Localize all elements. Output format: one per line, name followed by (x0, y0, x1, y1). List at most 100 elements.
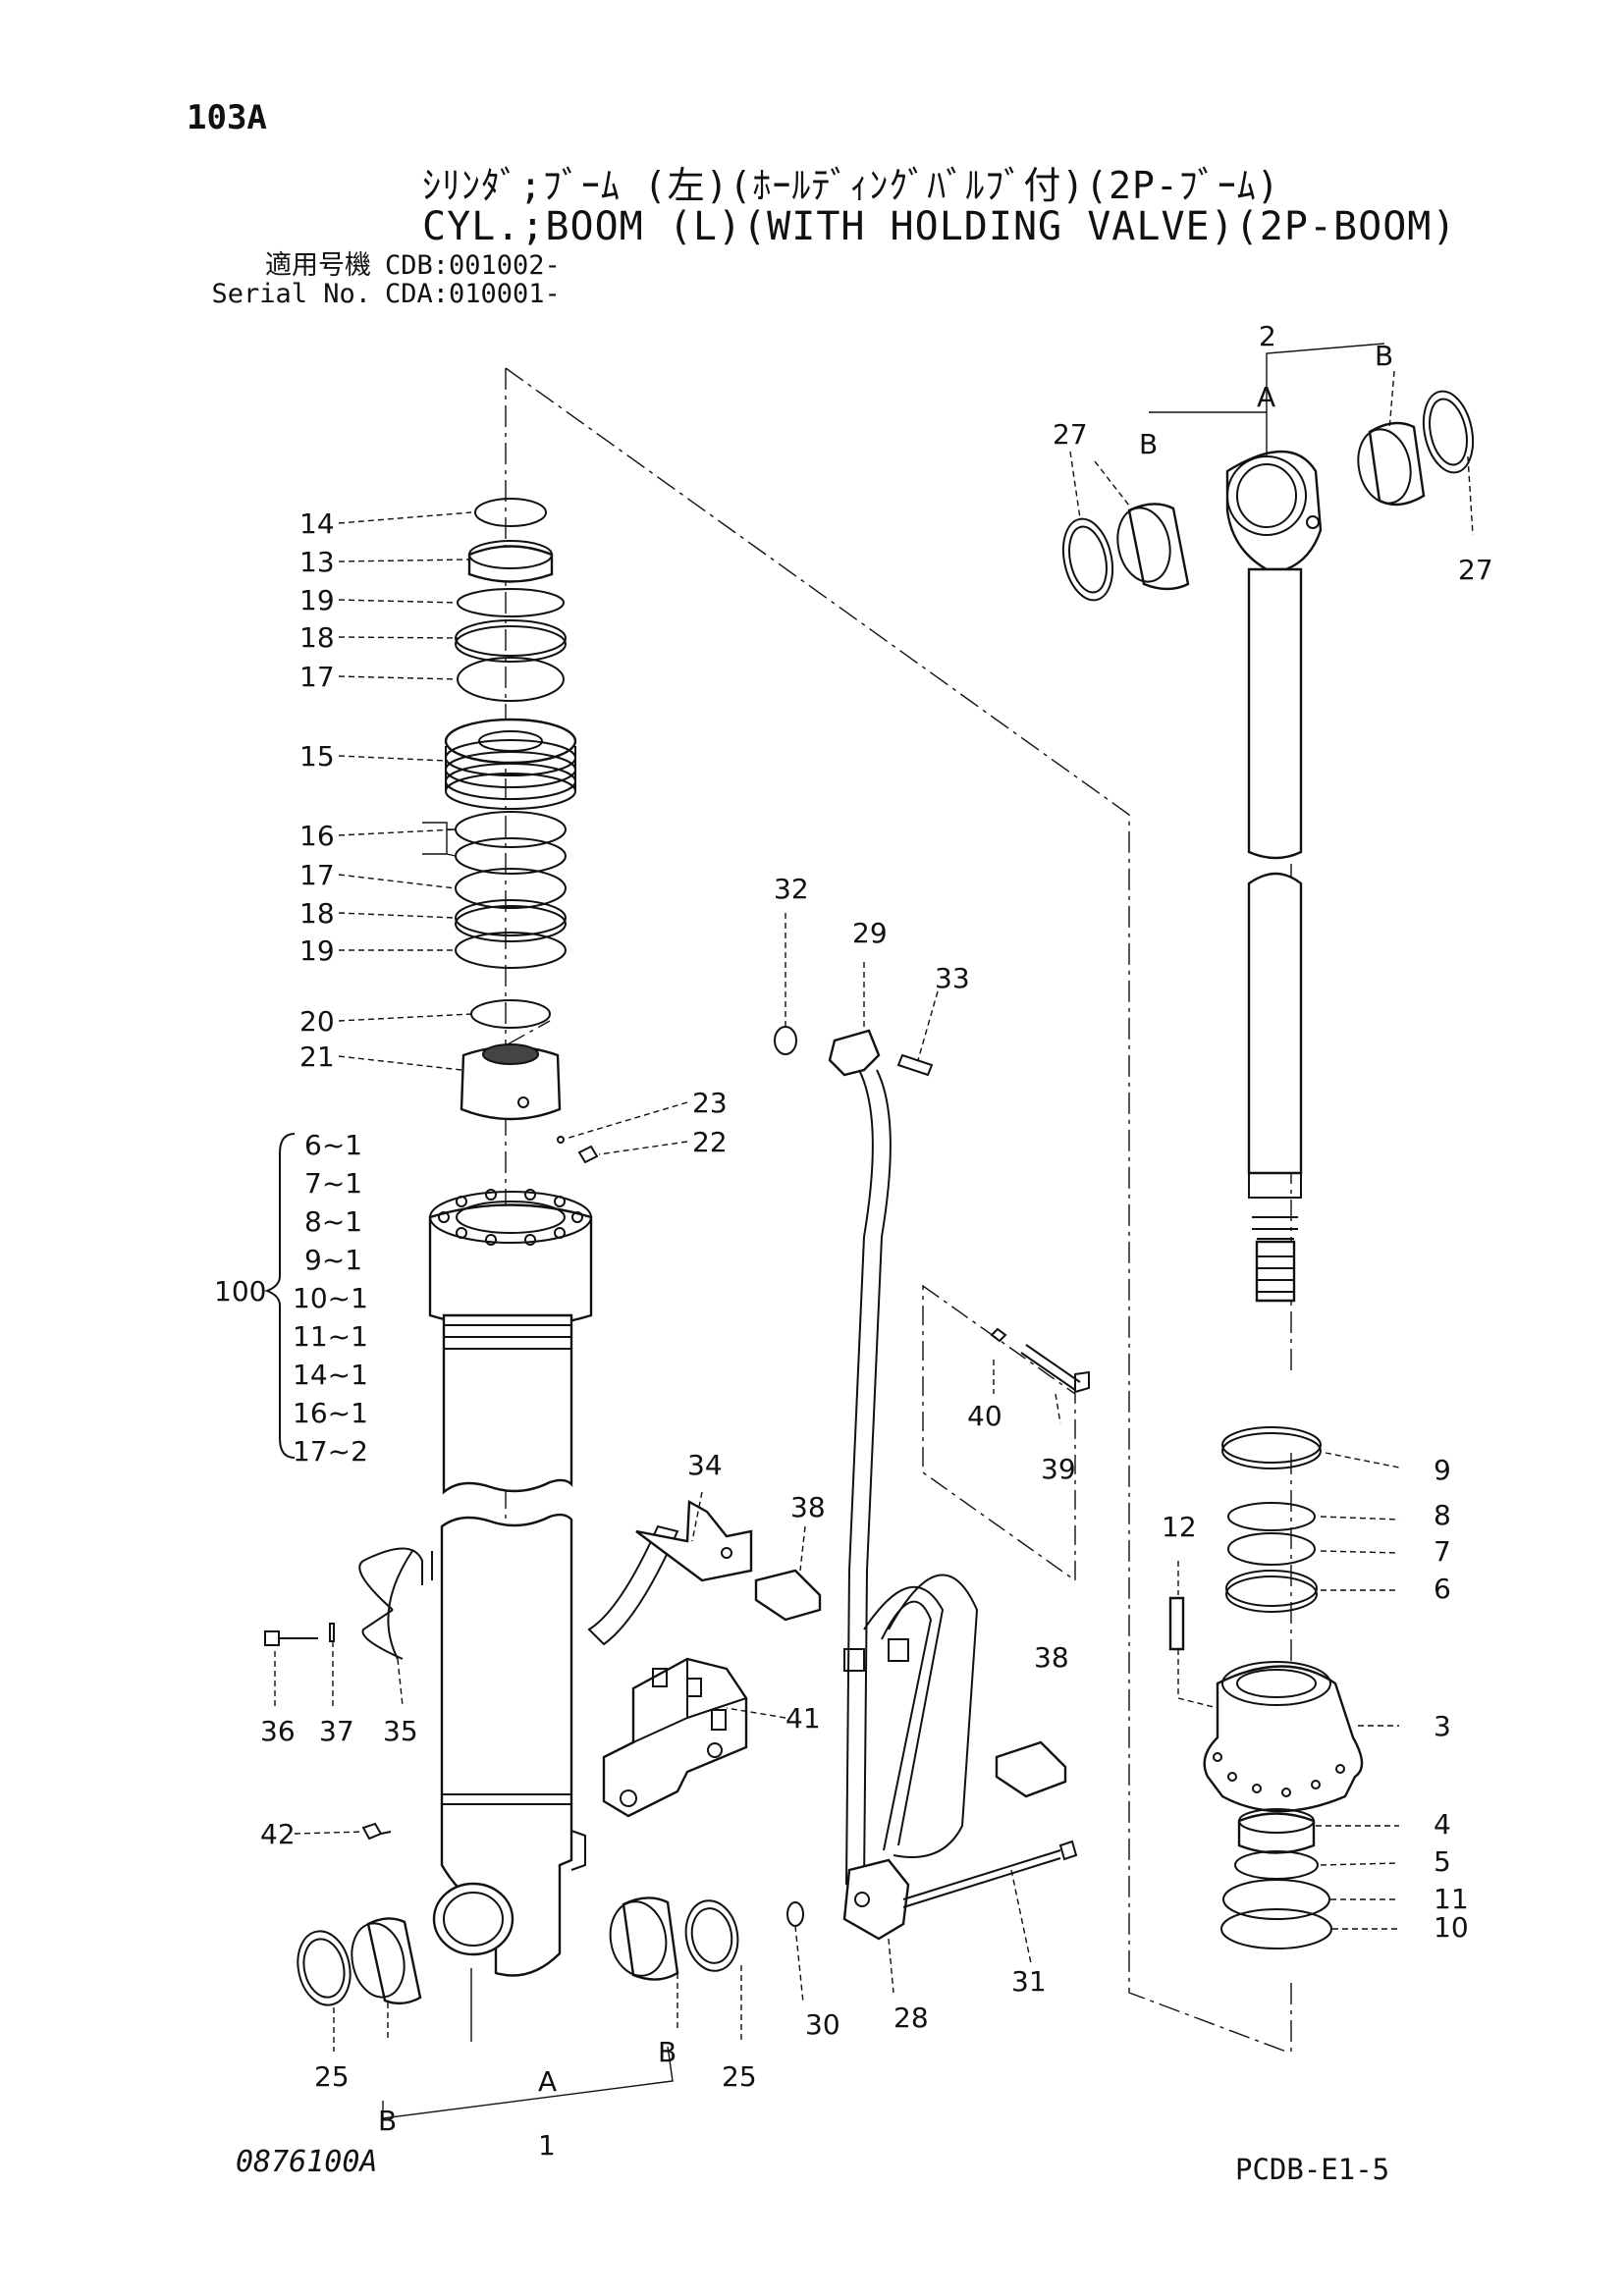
callout-14: 14 (299, 507, 335, 540)
callout-3: 3 (1434, 1710, 1451, 1742)
part-14-ring (474, 498, 547, 527)
callout-31: 31 (1011, 1965, 1047, 1998)
callout-32: 32 (774, 873, 809, 905)
part-18-ring (455, 899, 567, 936)
part-11-ring (1222, 1879, 1330, 1920)
rod-top-parts (1061, 390, 1475, 602)
callout-38: 38 (790, 1491, 826, 1523)
piston-rod (1225, 450, 1323, 1303)
callout-11: 11 (1434, 1883, 1469, 1915)
callout-6: 6 (1434, 1573, 1451, 1605)
serial-value: CDA:010001- (385, 279, 561, 309)
kit-brace (264, 1133, 296, 1459)
letter-B: B (378, 2105, 397, 2137)
part-19-ring (457, 588, 565, 617)
part-B-bushing-2 (622, 1896, 679, 1981)
letter-A: A (1257, 381, 1275, 413)
part-36-bolt (264, 1630, 318, 1646)
callout-15: 15 (299, 740, 335, 773)
kit-item: 9~1 (304, 1244, 362, 1276)
callout-29: 29 (852, 917, 888, 949)
part-17-ring (455, 868, 567, 909)
callout-17: 17 (299, 661, 335, 693)
kit-item: 6~1 (304, 1129, 362, 1161)
serial-row-en: Serial No. CDA:010001- (185, 279, 561, 309)
part-22-screw (577, 1145, 599, 1164)
part-B-bushing-4 (1368, 421, 1426, 507)
callout-19: 19 (299, 934, 335, 967)
callout-16: 16 (299, 820, 335, 852)
serial-label: Serial No. (211, 279, 371, 309)
letter-B: B (658, 2036, 677, 2068)
callout-34: 34 (687, 1449, 723, 1481)
kit-item: 17~2 (293, 1435, 368, 1468)
kit-item: 8~1 (304, 1205, 362, 1238)
part-37-washer (329, 1623, 335, 1642)
serial-value: CDB:001002- (385, 250, 561, 281)
callout-25: 25 (722, 2060, 757, 2093)
part-10-ring (1220, 1908, 1332, 1949)
part-39-bolt (1020, 1344, 1090, 1394)
part-18-ring (455, 619, 567, 657)
kit-item: 11~1 (293, 1320, 368, 1353)
part-25-seal-2 (684, 1899, 739, 1972)
callout-23: 23 (692, 1087, 728, 1119)
part-6-ring (1225, 1570, 1318, 1607)
title-japanese: ｼﾘﾝﾀﾞ;ﾌﾞｰﾑ (左)(ﾎｰﾙﾃﾞｨﾝｸﾞﾊﾞﾙﾌﾞ付)(2P-ﾌﾞｰﾑ) (422, 164, 1280, 207)
part-27-seal (1061, 517, 1114, 602)
callout-30: 30 (805, 2008, 840, 2041)
callout-33: 33 (935, 962, 970, 994)
part-3-gland (1203, 1665, 1364, 1813)
kit-item: 10~1 (293, 1282, 368, 1314)
callout-40: 40 (967, 1400, 1002, 1432)
callout-17: 17 (299, 859, 335, 891)
figure-number: 0876100A (236, 2145, 378, 2179)
callout-4: 4 (1434, 1808, 1451, 1841)
callout-numbers: 14 13 19 18 17 15 16 17 18 19 20 21 23 2… (214, 320, 1493, 2162)
callout-5: 5 (1434, 1845, 1451, 1878)
kit-item: 16~1 (293, 1397, 368, 1429)
part-28-flange (842, 1858, 910, 1941)
cylinder-eye (432, 1882, 514, 1956)
callout-38: 38 (1034, 1641, 1069, 1674)
assembly-outline (505, 367, 1287, 2053)
part-B-bushing (366, 1917, 422, 2005)
part-38-clamp (754, 1569, 822, 1622)
part-20-washer (470, 999, 551, 1029)
part-34-bracket (635, 1500, 753, 1582)
part-42-fitting (361, 1822, 392, 1841)
part-23-ball (557, 1136, 565, 1144)
callout-21: 21 (299, 1041, 335, 1073)
part-17-ring (457, 657, 565, 702)
callout-20: 20 (299, 1005, 335, 1038)
page-code: 103A (187, 98, 267, 137)
part-32-oring (774, 1026, 797, 1055)
callout-35: 35 (383, 1715, 418, 1747)
part-19-ring (455, 932, 567, 969)
pipe-loop-2 (888, 1574, 979, 1858)
callout-25: 25 (314, 2060, 350, 2093)
callout-18: 18 (299, 621, 335, 654)
detail-box-outline (922, 1284, 1076, 1582)
callout-19: 19 (299, 584, 335, 616)
part-5-ring (1234, 1850, 1319, 1880)
part-7-ring (1227, 1532, 1316, 1566)
callout-37: 37 (319, 1715, 354, 1747)
kit-item: 7~1 (304, 1167, 362, 1200)
callout-27: 27 (1053, 418, 1088, 451)
hydraulic-pipes (754, 1026, 1078, 1941)
leader-lines (274, 343, 1474, 2119)
part-8-ring (1227, 1502, 1316, 1531)
callout-39: 39 (1041, 1453, 1076, 1485)
callout-36: 36 (260, 1715, 296, 1747)
holding-valve (602, 1657, 748, 1818)
letter-B: B (1139, 428, 1158, 460)
callout-41: 41 (785, 1702, 821, 1735)
part-29-flange (828, 1029, 881, 1077)
pipe-loop (863, 1585, 945, 1851)
part-13-bushing (467, 545, 554, 583)
callout-18: 18 (299, 897, 335, 930)
